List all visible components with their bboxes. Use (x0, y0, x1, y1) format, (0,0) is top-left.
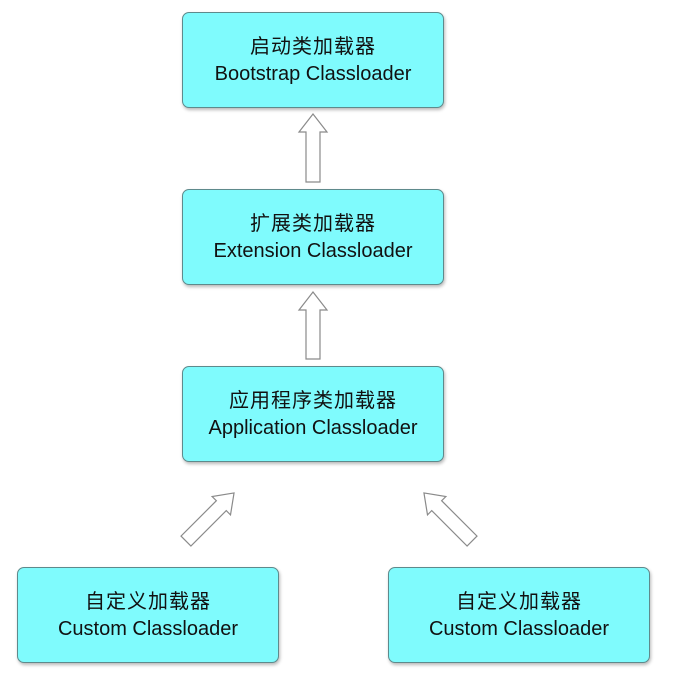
node-custom-classloader-left: 自定义加载器 Custom Classloader (17, 567, 279, 663)
node-custom-classloader-right: 自定义加载器 Custom Classloader (388, 567, 650, 663)
node-application-classloader: 应用程序类加载器 Application Classloader (182, 366, 444, 462)
arrow-custom-left-to-application (180, 492, 235, 547)
arrow-custom-right-to-application (423, 492, 478, 547)
node-application-en-label: Application Classloader (208, 417, 418, 439)
node-custom-right-zh-label: 自定义加载器 (456, 589, 582, 613)
node-custom-right-en-label: Custom Classloader (428, 618, 610, 640)
node-bootstrap-zh-label: 启动类加载器 (250, 34, 376, 58)
node-extension-en-label: Extension Classloader (213, 240, 413, 262)
arrow-extension-to-bootstrap (297, 113, 329, 183)
node-custom-left-en-label: Custom Classloader (57, 618, 239, 640)
node-bootstrap-en-label: Bootstrap Classloader (214, 63, 412, 85)
node-application-zh-label: 应用程序类加载器 (229, 388, 397, 412)
arrow-application-to-extension (297, 291, 329, 360)
node-extension-classloader: 扩展类加载器 Extension Classloader (182, 189, 444, 285)
node-custom-left-zh-label: 自定义加载器 (85, 589, 211, 613)
node-bootstrap-classloader: 启动类加载器 Bootstrap Classloader (182, 12, 444, 108)
node-extension-zh-label: 扩展类加载器 (250, 211, 376, 235)
